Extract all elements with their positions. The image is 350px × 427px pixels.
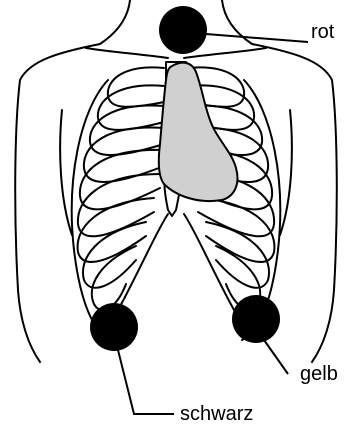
label-black-electrode: schwarz <box>180 404 253 424</box>
right-arm-contour <box>280 110 292 235</box>
neck-left-outline <box>100 0 130 44</box>
left-ribs <box>78 67 164 310</box>
leader-line-red <box>206 34 308 42</box>
heart-shape <box>159 63 238 201</box>
label-yellow-electrode: gelb <box>300 364 338 384</box>
electrode-red <box>159 6 207 54</box>
electrode-yellow <box>232 295 280 343</box>
electrode-black <box>90 303 138 351</box>
left-arm-contour <box>60 110 72 235</box>
left-clavicle <box>86 48 168 58</box>
leader-line-black <box>118 350 174 414</box>
leader-line-yellow <box>264 340 288 374</box>
label-red-electrode: rot <box>311 22 334 42</box>
torso-left-outline <box>15 44 100 362</box>
